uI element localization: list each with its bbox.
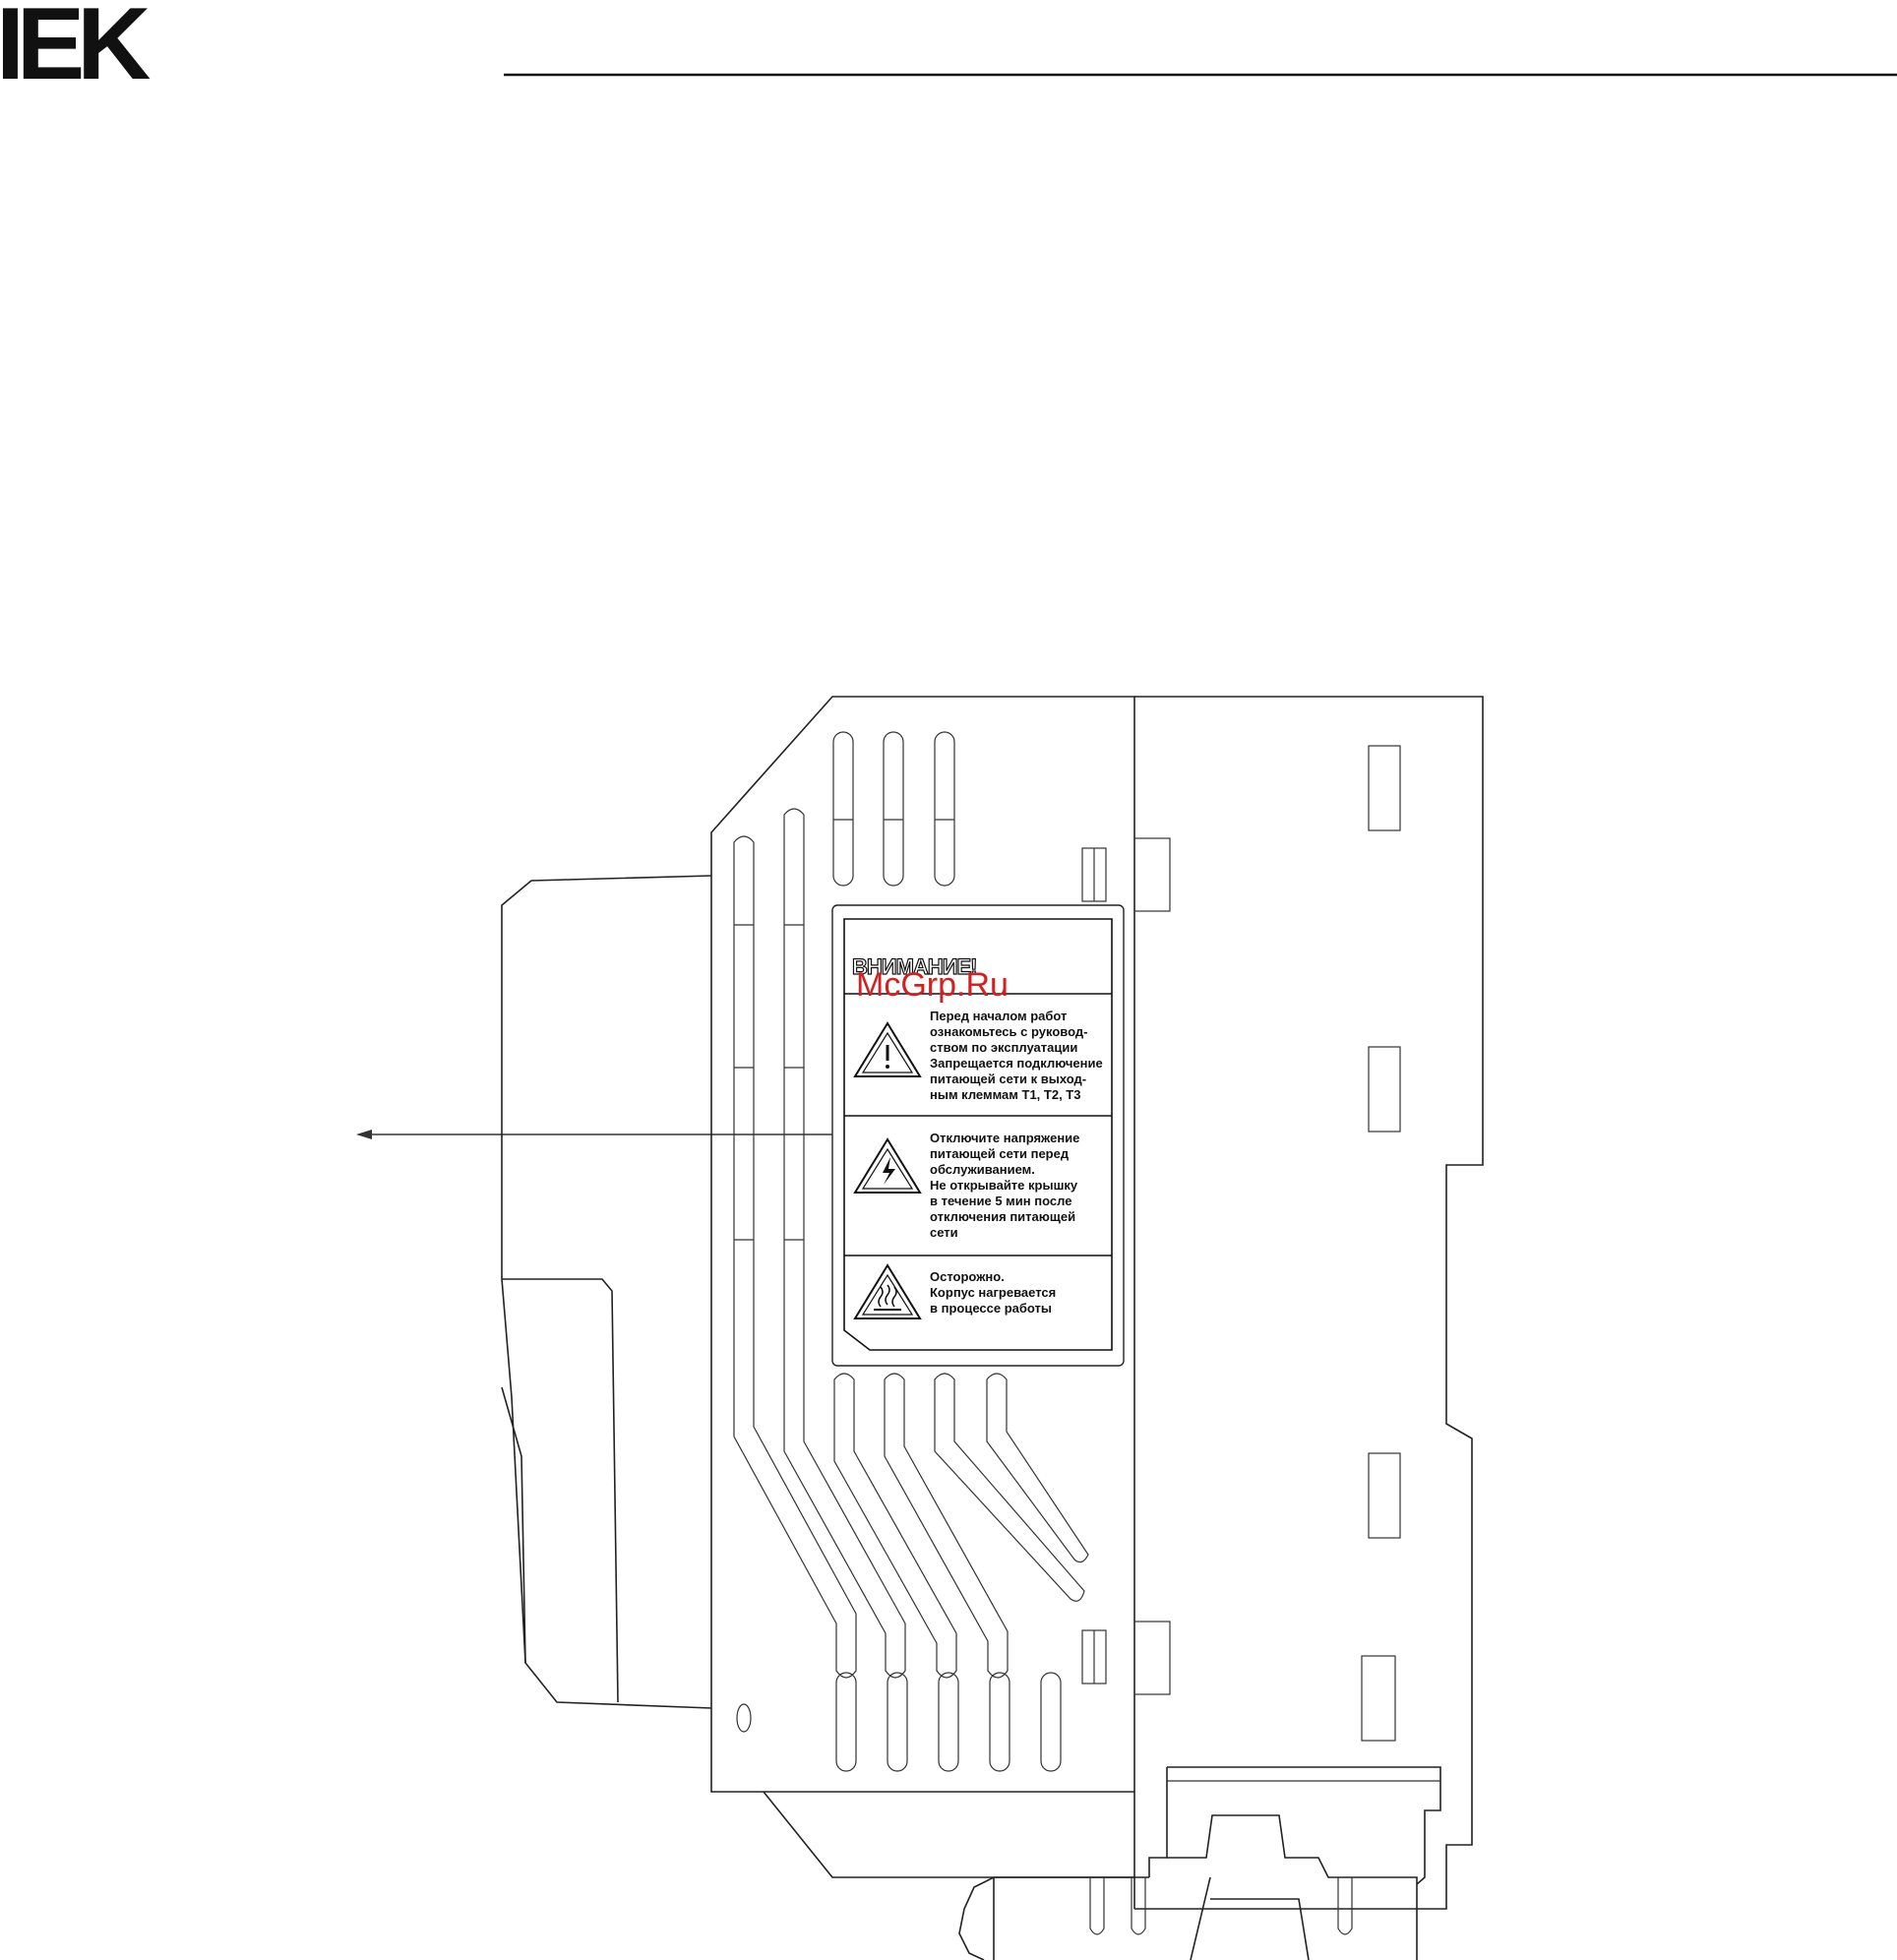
warning-line: сети <box>930 1225 958 1240</box>
watermark-text: McGrp.Ru <box>856 966 1009 1004</box>
warning-line: ознакомьтесь с руковод- <box>930 1024 1087 1039</box>
warning-line: Отключите напряжение <box>930 1131 1079 1145</box>
leader-arrow <box>356 1130 832 1139</box>
warning-line: обслуживанием. <box>930 1162 1035 1177</box>
warning-text-block-3: Осторожно. Корпус нагревается в процессе… <box>930 1269 1056 1316</box>
warning-text-block-1: Перед началом работ ознакомьтесь с руков… <box>930 1009 1103 1102</box>
warning-line: питающей сети перед <box>930 1146 1070 1161</box>
warning-line: Запрещается подключение <box>930 1056 1103 1071</box>
vent-slots-bottom <box>736 1373 1089 1772</box>
warning-exclamation-icon <box>853 1021 922 1077</box>
rear-housing <box>1081 696 1484 1910</box>
warning-line: Перед началом работ <box>930 1009 1067 1023</box>
warning-line: ным клеммам T1, T2, T3 <box>930 1087 1080 1102</box>
din-rail-clip <box>958 1766 1441 1960</box>
iek-logo: IEK <box>0 0 158 101</box>
hot-surface-icon <box>853 1263 922 1319</box>
warning-line: отключения питающей <box>930 1209 1075 1224</box>
logo-text: IEK <box>0 0 151 101</box>
warning-line: Осторожно. <box>930 1269 1005 1284</box>
warning-line: питающей сети к выход- <box>930 1072 1086 1086</box>
electric-shock-icon <box>853 1137 922 1194</box>
warning-line: Не открывайте крышку <box>930 1178 1078 1193</box>
vent-slots-top <box>832 731 955 887</box>
warning-line: ством по эксплуатации <box>930 1040 1077 1055</box>
warning-label: ВНИМАНИЕ! McGrp.Ru Перед началом работ о… <box>831 904 1125 1367</box>
warning-line: Корпус нагревается <box>930 1285 1056 1300</box>
front-cover-module <box>501 875 712 1709</box>
warning-text-block-2: Отключите напряжение питающей сети перед… <box>930 1131 1079 1240</box>
vent-slots-side <box>733 808 906 1679</box>
warning-line: в процессе работы <box>930 1301 1052 1316</box>
label-title: ВНИМАНИЕ! <box>852 954 977 979</box>
warning-line: в течение 5 мин после <box>930 1194 1071 1208</box>
